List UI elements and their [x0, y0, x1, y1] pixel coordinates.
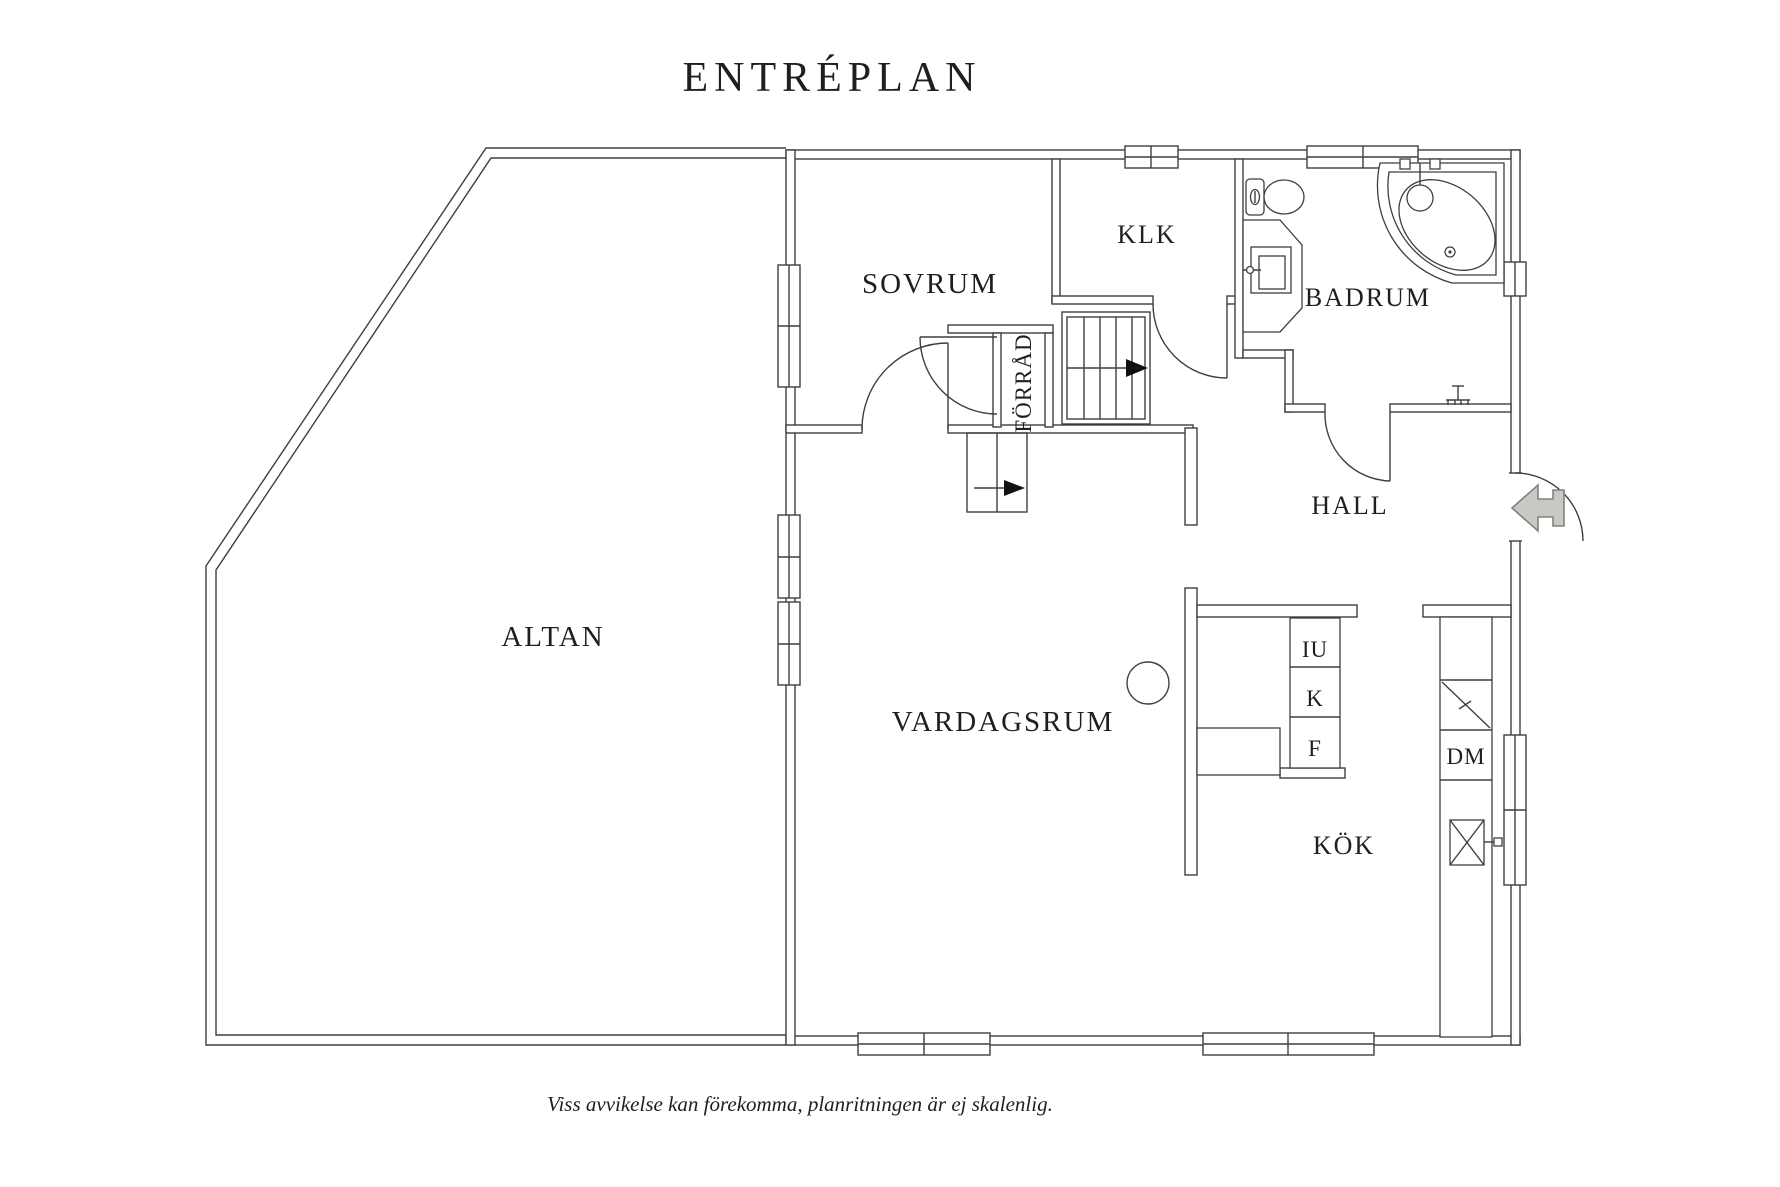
- toilet-icon: [1245, 178, 1305, 216]
- appliance-label-k: K: [1306, 686, 1324, 711]
- window-top-klk: [1124, 145, 1179, 169]
- room-label-hall: HALL: [1311, 491, 1388, 520]
- sink-vanity-icon: [1242, 219, 1303, 333]
- window-left-sovrum: [777, 264, 801, 388]
- round-table-icon: [1126, 661, 1170, 705]
- interior-walls: [785, 158, 1512, 876]
- room-label-forrad: FÖRRÅD: [1011, 333, 1036, 432]
- corner-bathtub-icon: [1376, 158, 1505, 284]
- entrance-arrow: [1510, 483, 1565, 533]
- window-right-badrum: [1503, 261, 1527, 297]
- appliance-label-dm: DM: [1446, 744, 1485, 769]
- door-klk: [1152, 303, 1228, 379]
- room-label-badrum: BADRUM: [1305, 283, 1431, 312]
- window-bottom-vardagsrum: [857, 1032, 991, 1056]
- appliance-stack: [1289, 617, 1341, 769]
- door-forrad: [919, 336, 998, 415]
- door-sovrum: [861, 342, 949, 430]
- window-bottom-kok: [1202, 1032, 1375, 1056]
- room-label-klk: KLK: [1117, 220, 1176, 249]
- appliance-label-f: F: [1308, 736, 1322, 761]
- window-right-kok: [1503, 734, 1527, 886]
- kitchen-island-counter: [1196, 727, 1281, 776]
- room-label-vardagsrum: VARDAGSRUM: [892, 706, 1115, 738]
- kitchen-sink-icon: [1449, 819, 1503, 866]
- room-label-altan: ALTAN: [501, 621, 604, 653]
- door-badrum: [1324, 411, 1391, 482]
- staircase-upper: [1061, 311, 1151, 425]
- window-left-vardagsrum-1: [777, 514, 801, 599]
- appliance-label-iu: IU: [1302, 637, 1328, 662]
- plan-title: ENTRÉPLAN: [682, 55, 982, 101]
- stair-direction-arrow-down: [1004, 480, 1025, 496]
- altan-outline: [205, 147, 786, 1046]
- room-label-kok: KÖK: [1313, 831, 1375, 860]
- window-left-vardagsrum-2: [777, 601, 801, 686]
- disclaimer-caption: Viss avvikelse kan förekomma, planritnin…: [547, 1092, 1053, 1116]
- staircase-lower: [966, 432, 1028, 513]
- stair-direction-arrow-up: [1126, 359, 1148, 377]
- shower-mixer-icon: [1446, 385, 1470, 405]
- room-label-sovrum: SOVRUM: [862, 268, 998, 300]
